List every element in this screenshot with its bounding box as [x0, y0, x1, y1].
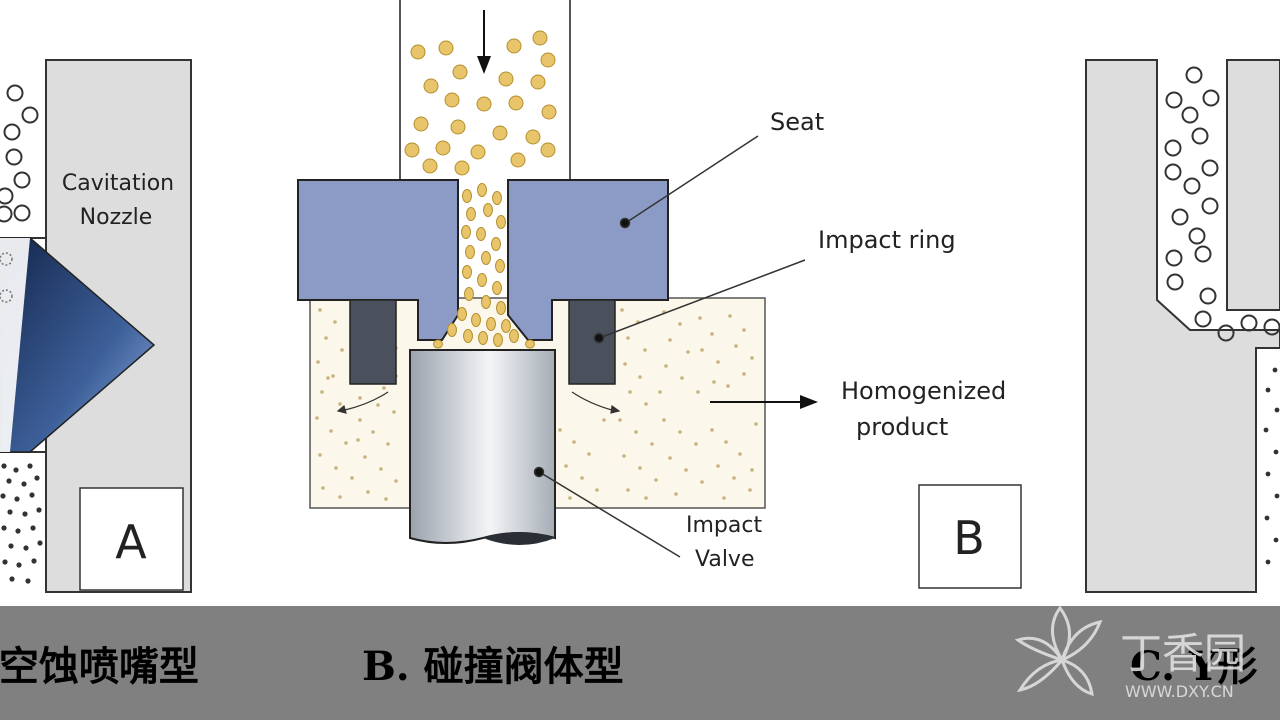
feed-tube — [399, 0, 571, 180]
panel-a-letter-box — [79, 487, 184, 591]
gap-particles — [433, 183, 535, 349]
cavitation-nozzle-label-line1: Cavitation — [62, 171, 174, 196]
watermark-url: WWW.DXY.CN — [1125, 682, 1234, 701]
homogenized-product-label-line2: product — [856, 413, 948, 441]
impact-valve-label-line1: Impact — [686, 513, 762, 538]
y-channel-body-right — [1226, 59, 1280, 311]
cavitation-nozzle-label-line2: Nozzle — [80, 205, 153, 230]
impact-valve-label-line2: Valve — [695, 547, 755, 572]
feed-particles — [404, 30, 557, 176]
nozzle-outlet-dots — [0, 463, 43, 584]
homogenized-product-label-line1: Homogenized — [841, 377, 1006, 405]
watermark: 丁香园 WWW.DXY.CN — [1014, 605, 1246, 701]
flow-down-arrow — [477, 10, 491, 74]
caption-b: B. 碰撞阀体型 — [362, 643, 624, 690]
label-leaders — [533, 135, 806, 558]
y-channel-bubbles — [1164, 66, 1280, 342]
impact-ring-right — [568, 299, 616, 385]
caption-c: C. Y形 — [1130, 643, 1258, 690]
flow-arrows-small — [336, 391, 621, 414]
panel-c — [1085, 59, 1280, 593]
y-channel-body-left — [1085, 59, 1280, 593]
panel-b-letter-box — [918, 484, 1022, 589]
y-channel-outlet-dots — [1263, 367, 1280, 565]
watermark-text: 丁香园 — [1120, 629, 1246, 678]
panel-b: Seat Impact ring Homogenized product Imp… — [297, 0, 1022, 589]
leaf-logo-icon — [1014, 605, 1103, 697]
caption-bar: A. 空蚀喷嘴型 B. 碰撞阀体型 C. Y形 — [0, 606, 1280, 720]
nozzle-channel-upper — [0, 62, 45, 238]
impact-valve — [409, 349, 556, 544]
cavitation-bubbles-dashed — [0, 252, 13, 303]
panel-a-letter: A — [115, 515, 147, 569]
caption-a: A. 空蚀喷嘴型 — [0, 643, 199, 690]
nozzle-inlet-bubbles — [0, 84, 39, 223]
output-arrow — [710, 395, 818, 409]
nozzle-channel-lower — [0, 452, 45, 592]
impact-ring-label: Impact ring — [818, 226, 956, 254]
seat-label: Seat — [770, 108, 824, 136]
panel-b-letter: B — [953, 511, 985, 565]
impact-ring-left — [349, 299, 397, 385]
panel-a: Cavitation Nozzle A — [0, 59, 192, 593]
